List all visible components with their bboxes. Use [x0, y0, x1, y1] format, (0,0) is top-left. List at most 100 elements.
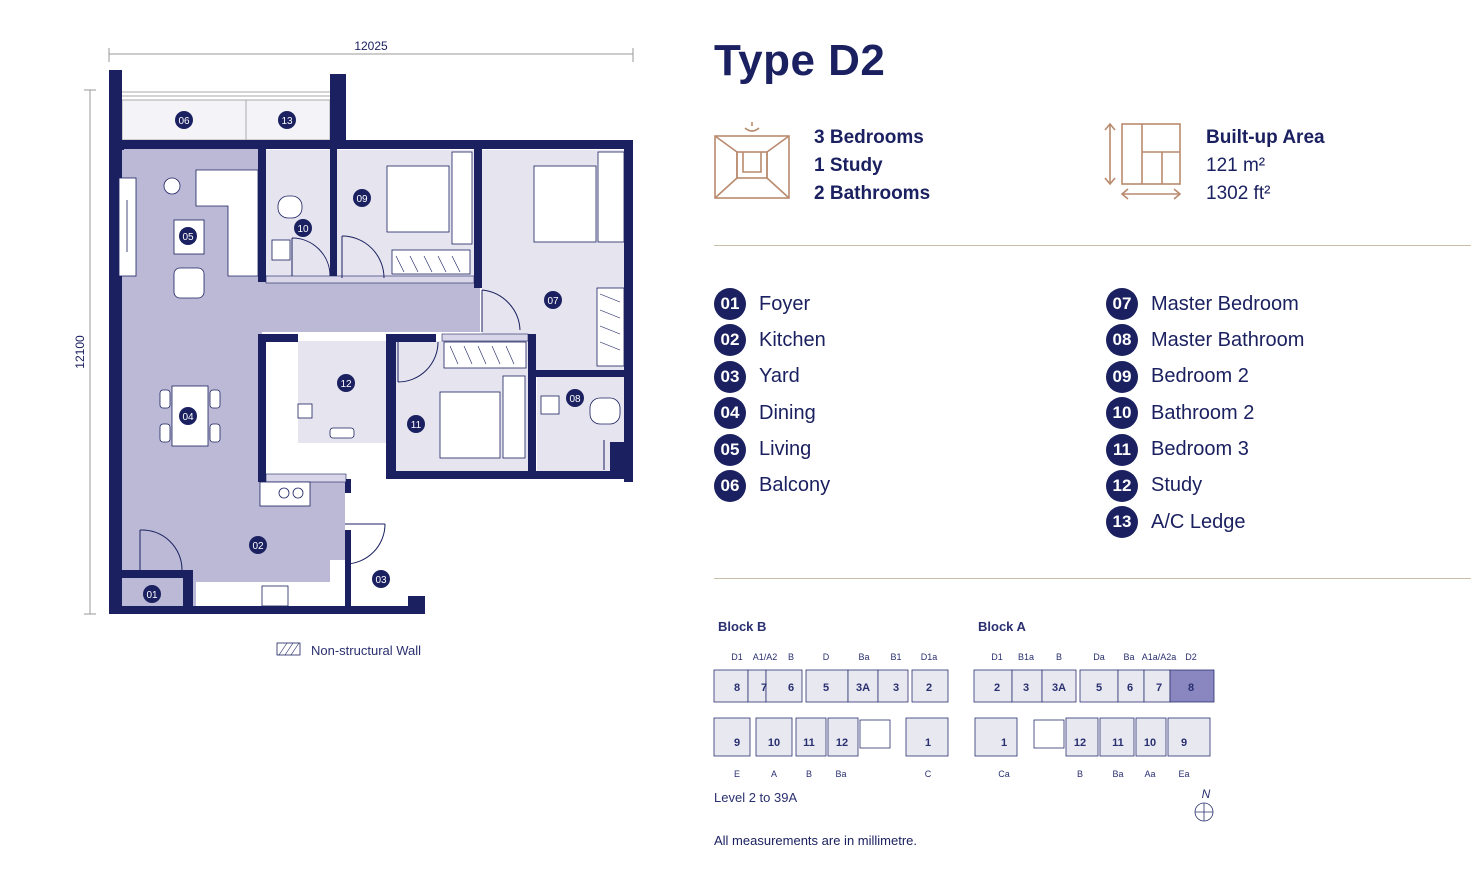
svg-text:3: 3 [1023, 682, 1029, 694]
svg-text:Ba: Ba [1123, 652, 1134, 662]
level-note: Level 2 to 39A [714, 790, 797, 805]
svg-text:3A: 3A [856, 682, 870, 694]
width-dimension-label: 12025 [354, 39, 388, 53]
room-tag-10: 10 [294, 219, 312, 237]
block-b-top-labels: D1 A1/A2 B D Ba B1 D1a [731, 652, 937, 662]
svg-text:10: 10 [297, 224, 309, 235]
room-tag-08: 08 [566, 389, 584, 407]
svg-text:B: B [1077, 769, 1083, 779]
svg-text:7: 7 [1156, 682, 1162, 694]
svg-text:D1: D1 [731, 652, 743, 662]
divider-bottom [714, 578, 1471, 579]
svg-text:13: 13 [281, 116, 293, 127]
page-title: Type D2 [714, 36, 886, 85]
hatch-swatch [276, 642, 301, 656]
svg-text:B1: B1 [890, 652, 901, 662]
block-a-bottom-labels: Ca B Ba Aa Ea [998, 769, 1189, 779]
non-structural-wall-label: Non-structural Wall [311, 643, 421, 658]
common-floor [118, 148, 480, 606]
room-tag-12: 12 [337, 374, 355, 392]
block-b-top-units: 8 7 6 5 3A 3 2 [734, 682, 932, 694]
svg-text:6: 6 [1127, 682, 1133, 694]
svg-text:D2: D2 [1185, 652, 1197, 662]
svg-text:Aa: Aa [1144, 769, 1155, 779]
block-a-bottom-units: 1 12 11 10 9 [1001, 737, 1187, 749]
svg-text:10: 10 [768, 737, 780, 749]
svg-text:3A: 3A [1052, 682, 1066, 694]
height-dimension-label: 12100 [73, 335, 87, 369]
north-label: N [1202, 787, 1211, 801]
room-tag-11: 11 [407, 415, 425, 433]
svg-text:05: 05 [182, 232, 194, 243]
svg-text:09: 09 [356, 194, 368, 205]
non-structural-walls [265, 275, 529, 483]
room-tag-06: 06 [175, 111, 193, 129]
svg-text:6: 6 [788, 682, 794, 694]
area-m2: 121 m² [1206, 155, 1266, 176]
svg-text:D1a: D1a [921, 652, 938, 662]
study-area [298, 341, 386, 443]
svg-text:04: 04 [182, 412, 194, 423]
room-tag-09: 09 [353, 189, 371, 207]
doors [139, 235, 605, 571]
svg-text:B: B [788, 652, 794, 662]
wardrobe-hatching [395, 255, 621, 365]
svg-text:07: 07 [547, 296, 559, 307]
unit-highlight [1169, 669, 1215, 703]
svg-text:D1: D1 [991, 652, 1003, 662]
room-tag-02: 02 [249, 536, 267, 554]
block-b-bottom-labels: E A B Ba C [734, 769, 932, 779]
svg-text:B: B [806, 769, 812, 779]
svg-text:8: 8 [734, 682, 740, 694]
svg-text:8: 8 [1188, 682, 1194, 694]
area-icon [1104, 122, 1182, 200]
svg-text:B1a: B1a [1018, 652, 1034, 662]
svg-text:11: 11 [411, 420, 422, 431]
svg-text:D: D [823, 652, 830, 662]
area-label: Built-up Area [1206, 127, 1325, 148]
divider-top [714, 245, 1471, 246]
svg-text:1: 1 [1001, 737, 1007, 749]
svg-text:A1/A2: A1/A2 [753, 652, 778, 662]
svg-text:A1a/A2a: A1a/A2a [1142, 652, 1177, 662]
room-tag-07: 07 [544, 291, 562, 309]
svg-text:2: 2 [994, 682, 1000, 694]
svg-text:12: 12 [836, 737, 848, 749]
svg-text:03: 03 [375, 575, 387, 586]
room-tag-13: 13 [278, 111, 296, 129]
svg-text:Ba: Ba [858, 652, 869, 662]
bathrooms-count: 2 Bathrooms [814, 183, 931, 204]
block-a-top-units: 2 3 3A 5 6 7 8 [994, 682, 1194, 694]
svg-text:7: 7 [761, 682, 767, 694]
svg-text:B: B [1056, 652, 1062, 662]
width-dimension [108, 48, 634, 62]
key-plan: Block B Block A D1 A1/A2 B D Ba B1 D1a 8… [713, 619, 1215, 822]
block-b-bottom-units: 9 10 11 12 1 [734, 737, 931, 749]
svg-text:Ba: Ba [835, 769, 846, 779]
svg-text:Ea: Ea [1178, 769, 1189, 779]
svg-text:1: 1 [925, 737, 931, 749]
room-tag-01: 01 [143, 585, 161, 603]
svg-text:Da: Da [1093, 652, 1105, 662]
svg-text:12: 12 [1074, 737, 1086, 749]
area-ft2: 1302 ft² [1206, 183, 1271, 204]
furniture [118, 151, 625, 607]
svg-text:9: 9 [1181, 737, 1187, 749]
study-count: 1 Study [814, 155, 883, 176]
svg-text:A: A [771, 769, 777, 779]
svg-text:11: 11 [803, 737, 815, 749]
block-a-top-labels: D1 B1a B Da Ba A1a/A2a D2 [991, 652, 1197, 662]
svg-text:10: 10 [1144, 737, 1156, 749]
svg-text:12: 12 [340, 379, 352, 390]
bedroom-icon [714, 122, 790, 199]
floor-plan: 12025 12100 [73, 39, 634, 658]
svg-text:02: 02 [252, 541, 264, 552]
